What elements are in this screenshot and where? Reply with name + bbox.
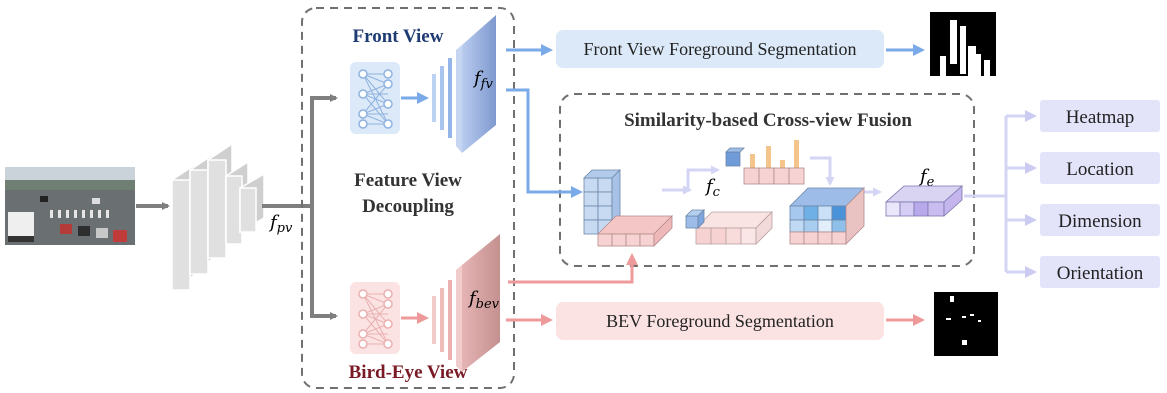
output-orientation-label: Orientation	[1057, 263, 1144, 284]
f-c-label: fc	[704, 176, 721, 200]
front-seg-pill	[556, 30, 884, 68]
similarity-bars	[725, 140, 805, 185]
voxel-grid-enhanced	[884, 185, 964, 217]
traffic-scene-image	[5, 167, 135, 245]
cross-view-fusion-box	[559, 93, 975, 267]
output-arrows	[964, 110, 1037, 278]
output-location-label: Location	[1066, 159, 1134, 180]
segmentation-mask-image-front	[930, 12, 996, 76]
f-pv-label: fpv	[268, 212, 293, 236]
branch-arrows	[262, 94, 338, 320]
output-list: Heatmap Location Dimension Orientation	[1040, 100, 1160, 288]
output-dimension	[1040, 204, 1160, 236]
feature-map-stack-bev	[432, 234, 500, 372]
bev-seg-pill	[556, 302, 884, 340]
segmentation-mask-image-bev	[934, 292, 998, 356]
output-dimension-label: Dimension	[1058, 211, 1142, 232]
decoupling-box	[301, 7, 515, 389]
front-seg-label: Front View Foreground Segmentation	[583, 39, 856, 59]
bird-eye-view-title: Bird-Eye View	[349, 362, 468, 383]
mlp-network-icon-front	[350, 62, 400, 134]
output-heatmap-label: Heatmap	[1066, 107, 1135, 128]
voxel-grid-2	[685, 209, 773, 245]
voxel-grid-1	[583, 169, 673, 247]
mlp-network-icon-bev	[350, 282, 400, 354]
decoupling-title-line2: Decoupling	[362, 196, 454, 217]
decoupling-title-line1: Feature View	[354, 170, 462, 191]
output-location	[1040, 152, 1160, 184]
cross-view-fusion-title: Similarity-based Cross-view Fusion	[624, 110, 912, 131]
output-orientation	[1040, 256, 1160, 288]
front-view-title: Front View	[353, 26, 444, 47]
output-heatmap	[1040, 100, 1160, 132]
voxel-grid-3	[789, 187, 865, 245]
bev-seg-label: BEV Foreground Segmentation	[606, 311, 834, 331]
backbone-stack	[171, 142, 265, 292]
feature-map-stack-front	[432, 15, 496, 153]
